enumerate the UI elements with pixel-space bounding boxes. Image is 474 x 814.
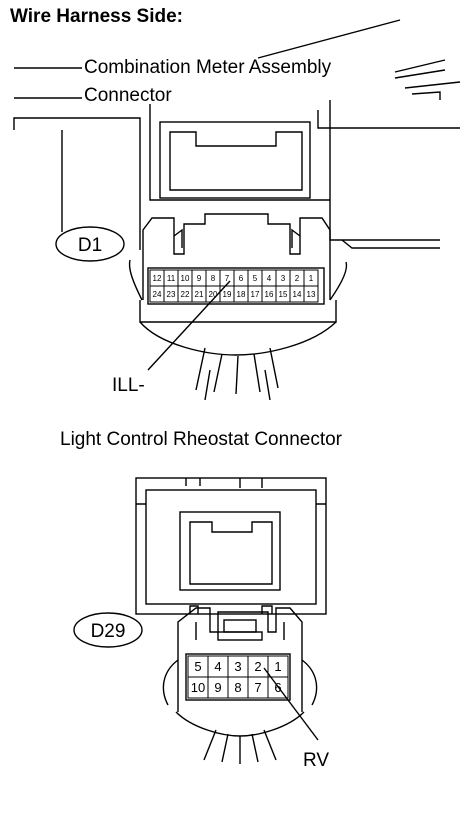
d29-pin-number: 7 [254, 680, 261, 695]
d1-pin-number: 16 [265, 290, 274, 299]
d1-pin-number: 3 [281, 274, 286, 283]
d1-pin-number: 2 [295, 274, 300, 283]
d1-pin-number: 6 [239, 274, 244, 283]
d29-pin-number: 10 [191, 680, 205, 695]
d1-pin-cell [303, 285, 319, 303]
d29-pin-number: 3 [234, 659, 241, 674]
d1-pin-number: 20 [209, 290, 218, 299]
d1-pin-number: 8 [211, 274, 216, 283]
d29-pin-number: 9 [214, 680, 221, 695]
connector2-terminal-label: RV [303, 750, 329, 771]
d1-pin-number: 19 [223, 290, 232, 299]
d1-pin-number: 17 [251, 290, 260, 299]
d1-pin-number: 23 [167, 290, 176, 299]
d1-pin-number: 5 [253, 274, 258, 283]
d1-pin-number: 7 [225, 274, 230, 283]
d1-pin-number: 11 [167, 274, 176, 283]
d1-pin-number: 24 [153, 290, 162, 299]
d1-pin-number: 13 [307, 290, 316, 299]
d29-pin-number: 2 [254, 659, 261, 674]
connector1-title: Combination Meter Assembly [84, 57, 332, 78]
d29-pin-cell [267, 676, 289, 699]
diagram-heading: Wire Harness Side: [10, 6, 184, 27]
d1-pin-number: 21 [195, 290, 204, 299]
d1-pin-number: 10 [181, 274, 190, 283]
connector1-terminal-label: ILL- [112, 375, 145, 396]
d29-pin-number: 4 [214, 659, 221, 674]
d29-pin-number: 1 [274, 659, 281, 674]
d1-pin-number: 22 [181, 290, 190, 299]
d29-pin-number: 5 [194, 659, 201, 674]
d1-pin-number: 18 [237, 290, 246, 299]
d1-pin-number: 15 [279, 290, 288, 299]
d1-pin-number: 9 [197, 274, 202, 283]
connector2-code: D29 [91, 621, 126, 642]
d29-pin-number: 8 [234, 680, 241, 695]
d1-pin-number: 12 [153, 274, 162, 283]
connector1-code: D1 [78, 235, 102, 256]
connector2-title: Light Control Rheostat Connector [60, 429, 342, 450]
d1-pin-number: 14 [293, 290, 302, 299]
d1-pin-number: 1 [309, 274, 314, 283]
d1-pin-number: 4 [267, 274, 272, 283]
connector1-title-line2: Connector [84, 85, 172, 106]
d29-pin-number: 6 [274, 680, 281, 695]
